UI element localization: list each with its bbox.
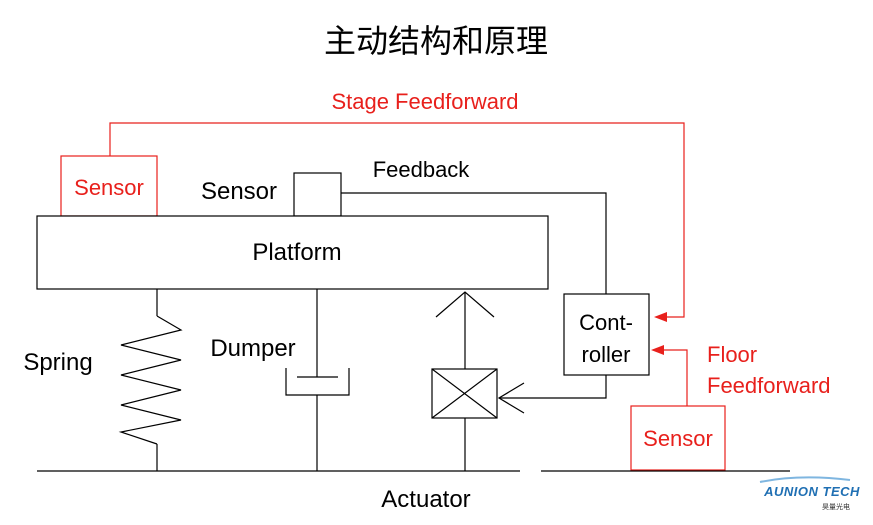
logo-swoosh [759, 476, 851, 483]
feedback-label: Feedback [373, 157, 471, 182]
stage-sensor-label: Sensor [74, 175, 144, 200]
controller-label-line2: roller [582, 342, 631, 367]
controller-label-line1: Cont- [579, 310, 633, 335]
control-signal-arrowhead [497, 382, 525, 414]
floor-feedforward-label-line1: Floor [707, 342, 757, 367]
platform-label: Platform [252, 239, 341, 266]
stage-feedforward-line [109, 122, 685, 322]
feedback-sensor-label: Sensor [201, 178, 277, 205]
actuator-label: Actuator [381, 486, 470, 513]
platform-box [36, 215, 549, 290]
floor-sensor-label: Sensor [643, 426, 713, 451]
spring [118, 289, 183, 471]
controller-box [563, 293, 650, 376]
stage-feedforward-arrowhead [654, 312, 667, 322]
stage-feedforward-label: Stage Feedforward [331, 89, 518, 114]
page-title: 主动结构和原理 [324, 22, 548, 60]
stage-sensor-box [60, 155, 158, 217]
actuator [431, 291, 498, 471]
floor-feedforward-arrowhead [651, 345, 664, 355]
company-logo: AUNION TECH 昊量光电 [759, 476, 860, 511]
dumper-label: Dumper [210, 335, 295, 362]
floor-sensor-box [630, 405, 726, 471]
floor-feedforward-line [651, 345, 688, 406]
dumper [285, 289, 350, 471]
actuator-up-arrowhead [435, 291, 495, 318]
logo-text: AUNION TECH [763, 484, 860, 499]
floor-feedforward-label-line2: Feedforward [707, 373, 831, 398]
feedback-sensor-box [293, 172, 342, 217]
control-signal-line [497, 375, 607, 414]
feedback-line [341, 192, 607, 294]
logo-subtext: 昊量光电 [822, 502, 850, 511]
spring-label: Spring [23, 349, 92, 376]
